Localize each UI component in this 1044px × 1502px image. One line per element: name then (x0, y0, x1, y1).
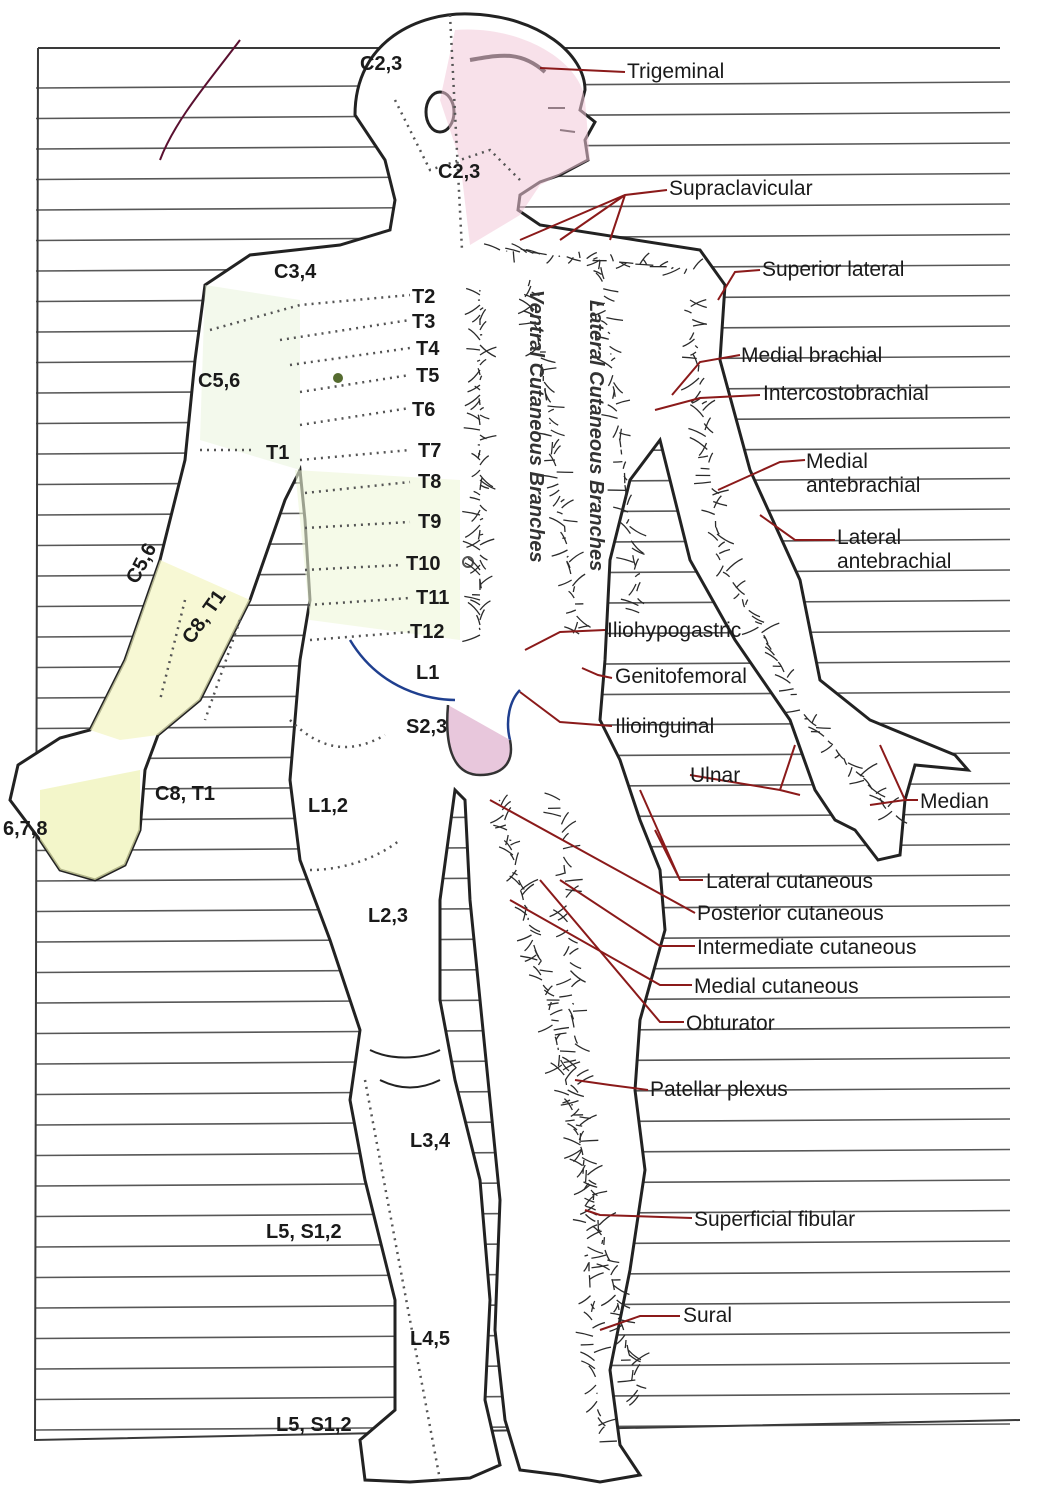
dermatome-label: L4,5 (410, 1328, 450, 1350)
dermatome-label: T8 (418, 471, 441, 493)
nerve-branch (479, 628, 480, 630)
nerve-branch (580, 1133, 581, 1143)
nerve-label-medial-cutaneous: Medial cutaneous (694, 975, 859, 998)
nerve-branch (610, 354, 611, 355)
nerve-label-superficial-fibular: Superficial fibular (694, 1208, 855, 1231)
nerve-label-posterior-cutaneous: Posterior cutaneous (697, 902, 884, 925)
dermatome-label: T7 (418, 440, 441, 462)
dermatome-label: T12 (410, 621, 444, 643)
dermatome-label: C3,4 (274, 261, 317, 283)
nerve-branch (626, 519, 628, 523)
nerve-branch (701, 468, 710, 469)
nerve-branch (583, 1160, 584, 1166)
nerve-label-ilioinguinal: Ilioinguinal (615, 715, 714, 738)
nerve-branch (586, 1170, 587, 1182)
nerve-label-patellar-plexus: Patellar plexus (650, 1078, 788, 1101)
nerve-branch (499, 800, 500, 801)
nerve-branch (816, 728, 831, 729)
nerve-label-lateral-antebrachial-1: Lateral (837, 526, 901, 549)
nerve-branch (625, 1340, 626, 1348)
dermatome-label: L1 (416, 662, 439, 684)
nerve-branch (600, 1441, 617, 1442)
nerve-label-sural: Sural (683, 1304, 732, 1327)
dermatome-label: L5, S1,2 (266, 1221, 342, 1243)
pen-mark (160, 40, 240, 160)
dermatome-label: C5,6 (198, 370, 240, 392)
nerve-branch (602, 1240, 603, 1244)
nerve-branch (618, 521, 630, 534)
nerve-branch (564, 526, 565, 532)
nerve-label-iliohypogastric: Iliohypogastric (607, 619, 741, 642)
nerve-branch (629, 584, 636, 595)
nerve-branch (627, 495, 631, 505)
nerve-label-superior-lateral: Superior lateral (762, 258, 904, 281)
dermatome-label: 6,7,8 (3, 818, 47, 840)
dermatome-label: C2,3 (360, 53, 402, 75)
nerve-branch (593, 1193, 594, 1200)
nerve-label-supraclavicular: Supraclavicular (669, 177, 813, 200)
lateral-cutaneous-text: Lateral Cutaneous Branches (585, 300, 607, 571)
ventral-cutaneous-text: Ventral Cutaneous Branches (525, 290, 547, 563)
nerve-label-lateral-cutaneous: Lateral cutaneous (706, 870, 873, 893)
nerve-label-obturator: Obturator (686, 1012, 775, 1035)
nerve-branch (698, 365, 699, 372)
nerve-branch (626, 608, 640, 612)
nerve-label-median: Median (920, 790, 989, 813)
dermatome-label: T6 (412, 399, 435, 421)
nerve-branch (581, 1344, 594, 1345)
dermatome-label: L5, S1,2 (276, 1414, 352, 1436)
dermatome-label: L2,3 (368, 905, 408, 927)
nerve-branch (589, 1275, 590, 1287)
dermatome-label: T5 (416, 365, 439, 387)
nerve-label-intercostobrachial: Intercostobrachial (763, 382, 929, 405)
body-outline (10, 14, 968, 1482)
nerve-label-intermediate-cutaneous: Intermediate cutaneous (697, 936, 916, 959)
dermatome-label: T9 (418, 511, 441, 533)
nerve-label-genitofemoral: Genitofemoral (615, 665, 747, 688)
dermatome-label: T1 (266, 442, 289, 464)
nipple-mark (333, 373, 343, 383)
nerve-branch (621, 450, 622, 455)
nerve-branch (633, 555, 636, 565)
dermatome-label: C8, T1 (155, 783, 215, 805)
nerve-branch (632, 1370, 633, 1381)
nerve-branch (613, 462, 622, 463)
nerve-label-medial-antebrachial-1: Medial (806, 450, 868, 473)
nerve-branch (635, 574, 640, 577)
nerve-branch (618, 1380, 636, 1382)
dermatome-label: S2,3 (406, 716, 447, 738)
nerve-branch (630, 526, 647, 535)
nerve-branch (637, 582, 640, 591)
dermatome-label: C2,3 (438, 161, 480, 183)
nerve-label-lateral-antebrachial-2: antebrachial (837, 550, 951, 573)
nerve-branch (480, 534, 483, 535)
nerve-label-trigeminal: Trigeminal (627, 60, 724, 83)
dermatome-label: T11 (416, 587, 449, 609)
dermatome-label: T3 (412, 311, 435, 333)
dermatome-label: T4 (416, 338, 440, 360)
dermatome-label: T2 (412, 286, 435, 308)
nerve-branch (616, 558, 633, 563)
nerve-branch (604, 1237, 605, 1245)
dermatome-label: L1,2 (308, 795, 348, 817)
nerve-label-medial-antebrachial-2: antebrachial (806, 474, 920, 497)
dermatome-label: L3,4 (410, 1130, 451, 1152)
nerve-label-ulnar: Ulnar (690, 764, 740, 787)
dermatome-label: T10 (406, 553, 440, 575)
nerve-branch (637, 1385, 647, 1388)
nerve-label-medial-brachial: Medial brachial (741, 344, 882, 367)
